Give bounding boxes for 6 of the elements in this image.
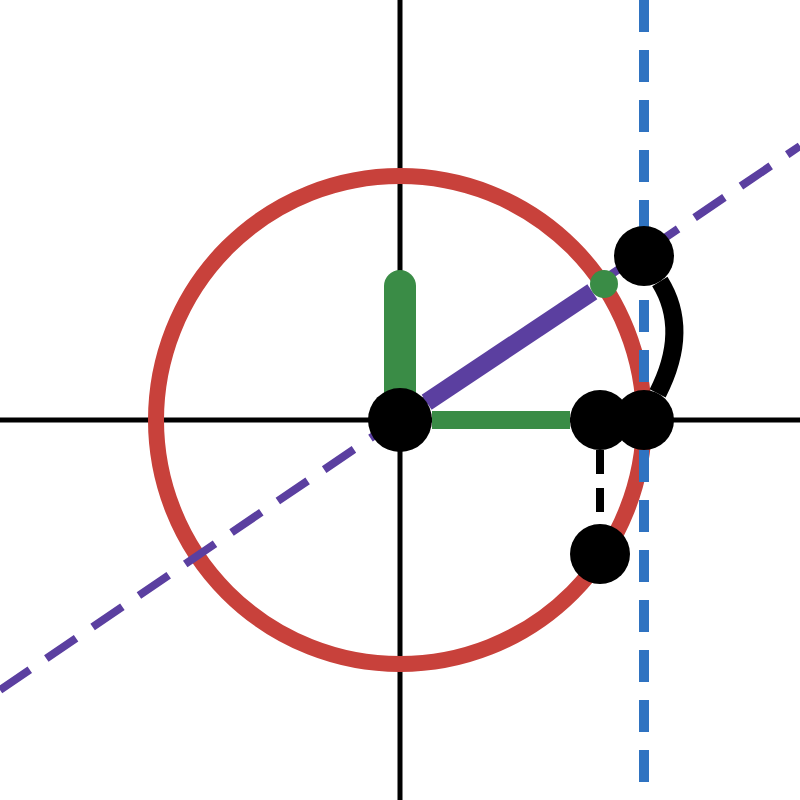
- arc-line: [649, 277, 684, 398]
- line-segment: [421, 284, 598, 410]
- point-marker: [368, 388, 432, 452]
- point-marker: [570, 524, 630, 584]
- point-marker: [614, 226, 674, 286]
- line-segment: [432, 411, 570, 429]
